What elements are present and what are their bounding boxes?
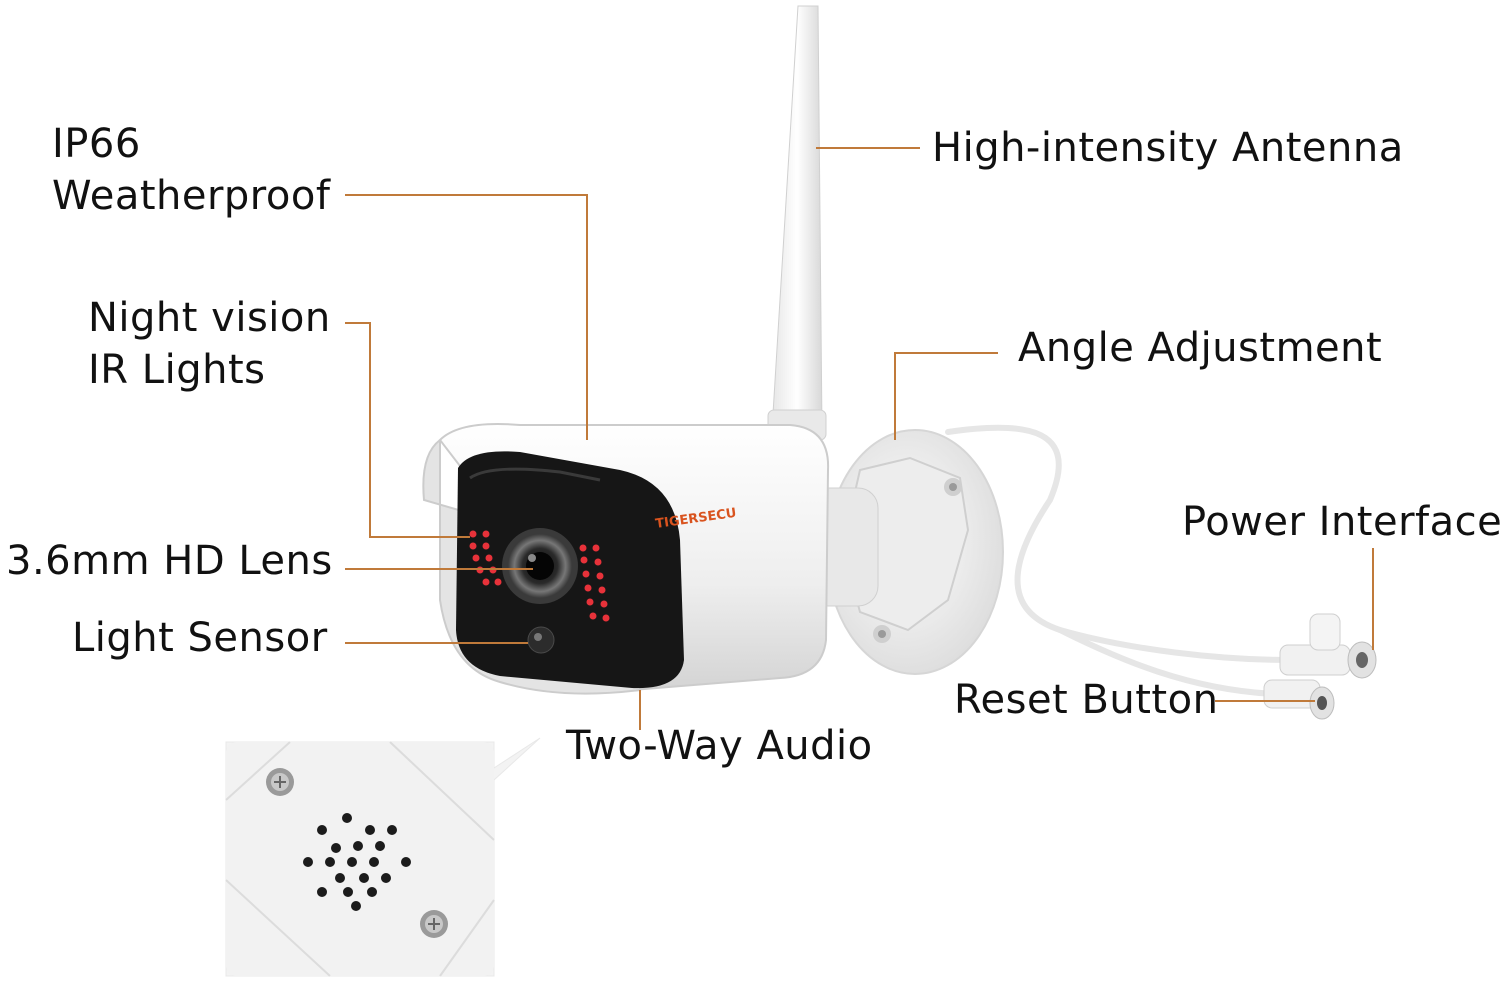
camera-lens xyxy=(502,528,578,604)
leader-lines xyxy=(345,147,1374,730)
label-lens: 3.6mm HD Lens xyxy=(6,538,333,584)
label-night-vision-line1: Night vision xyxy=(88,295,331,341)
label-weatherproof: IP66 Weatherproof xyxy=(52,118,330,222)
wall-mount xyxy=(807,429,1004,675)
label-light-sensor: Light Sensor xyxy=(72,615,328,661)
label-night-vision-line2: IR Lights xyxy=(88,347,266,393)
label-angle: Angle Adjustment xyxy=(1018,325,1383,371)
speaker-inset xyxy=(225,737,541,977)
label-weatherproof-line1: IP66 xyxy=(52,121,141,167)
label-reset: Reset Button xyxy=(954,677,1219,723)
speaker-holes xyxy=(303,813,411,911)
antenna xyxy=(767,5,827,441)
label-power: Power Interface xyxy=(1182,499,1500,545)
camera-body xyxy=(422,423,830,695)
cable-connectors xyxy=(1263,613,1377,720)
label-audio: Two-Way Audio xyxy=(566,723,873,769)
label-night-vision: Night vision IR Lights xyxy=(88,292,331,396)
label-weatherproof-line2: Weatherproof xyxy=(52,173,331,219)
power-cable xyxy=(945,424,1293,697)
label-antenna: High-intensity Antenna xyxy=(932,125,1404,171)
light-sensor xyxy=(527,626,555,654)
ir-leds-right xyxy=(579,544,610,622)
